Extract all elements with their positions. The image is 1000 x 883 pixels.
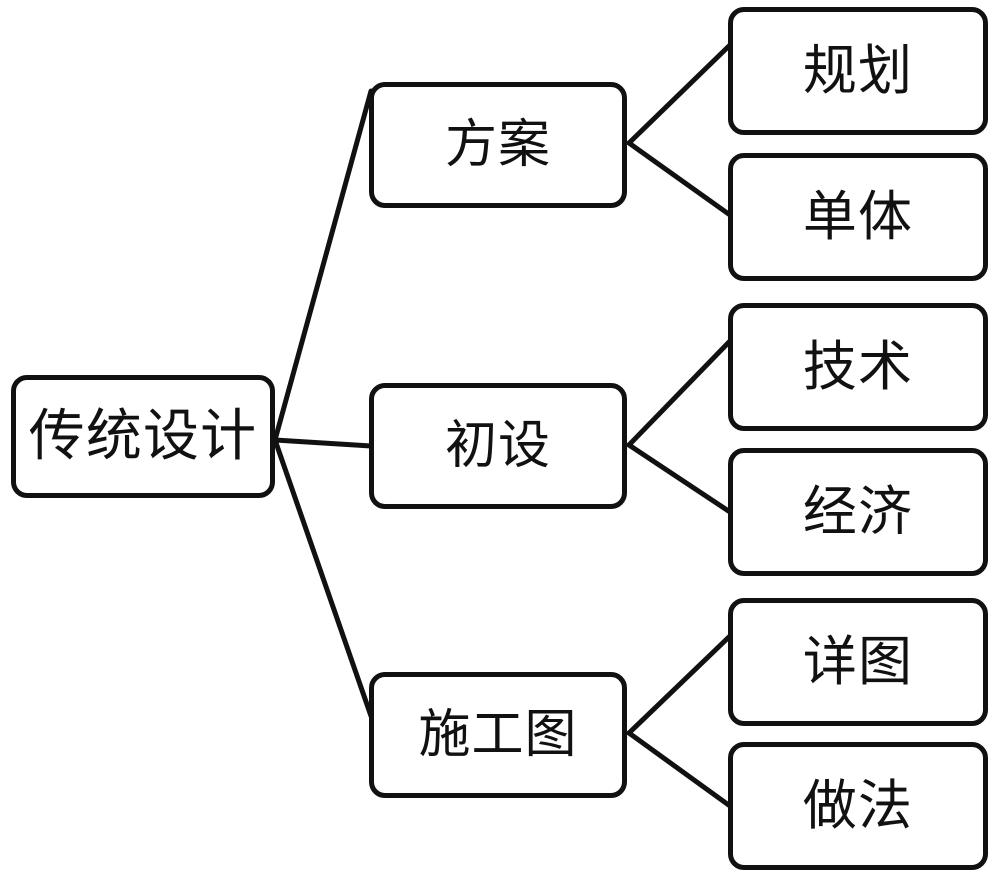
connector-root-to-mid-3: [272, 437, 374, 719]
node-leaf-economic[interactable]: 经济: [728, 448, 988, 576]
connector-mid-2-to-leaf-4: [626, 442, 733, 515]
connector-mid-2-to-leaf-3: [626, 338, 733, 448]
node-leaf-construction-method[interactable]: 做法: [728, 742, 988, 870]
connector-mid-1-to-leaf-1: [626, 42, 733, 146]
node-stage-preliminary-design[interactable]: 初设: [369, 383, 627, 509]
node-label: 单体: [802, 185, 914, 248]
node-leaf-technical[interactable]: 技术: [728, 303, 988, 431]
node-label: 传统设计: [28, 403, 258, 469]
node-label: 规划: [802, 39, 914, 102]
connector-mid-3-to-leaf-5: [626, 633, 733, 736]
connector-mid-1-to-leaf-2: [626, 140, 733, 218]
connector-root-to-mid-1: [272, 88, 374, 443]
node-label: 做法: [802, 774, 914, 837]
node-label: 初设: [444, 416, 552, 476]
node-label: 方案: [444, 115, 552, 175]
node-label: 详图: [802, 630, 914, 693]
connector-mid-3-to-leaf-6: [626, 730, 733, 809]
node-leaf-detail-drawing[interactable]: 详图: [728, 598, 988, 726]
node-label: 施工图: [418, 705, 578, 765]
node-root-traditional-design[interactable]: 传统设计: [11, 375, 275, 498]
connector-root-to-mid-2: [272, 437, 374, 449]
node-stage-scheme[interactable]: 方案: [369, 82, 627, 208]
node-label: 技术: [802, 335, 914, 398]
node-leaf-single-building[interactable]: 单体: [728, 153, 988, 281]
node-label: 经济: [802, 480, 914, 543]
node-stage-construction-drawing[interactable]: 施工图: [369, 672, 627, 798]
node-leaf-planning[interactable]: 规划: [728, 7, 988, 135]
